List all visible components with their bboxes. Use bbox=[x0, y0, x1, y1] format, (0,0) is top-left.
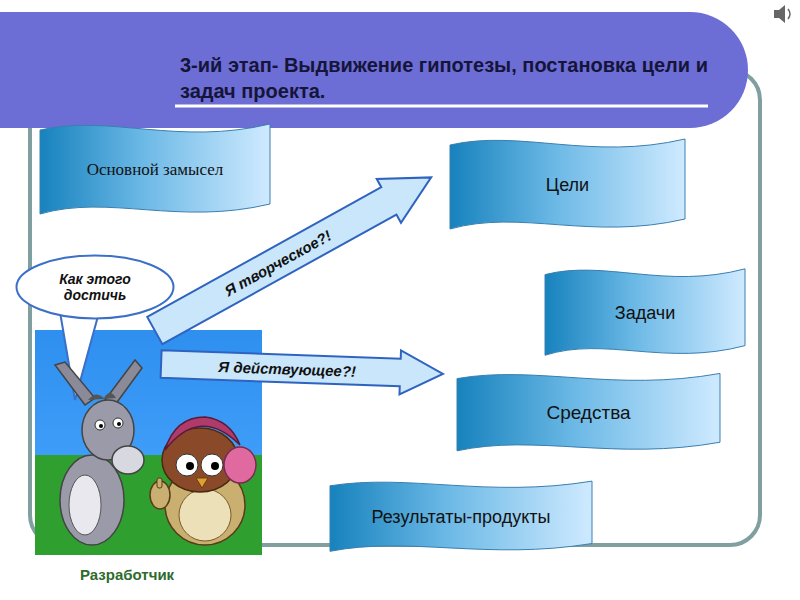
node-text: Как этого достичь bbox=[33, 271, 157, 303]
node-text: Задачи bbox=[615, 303, 675, 324]
goals-banner: Цели bbox=[450, 135, 685, 235]
node-text: Средства bbox=[546, 402, 630, 424]
node-text: Результаты-продукты bbox=[372, 507, 551, 528]
idea-banner: Основной замысел bbox=[40, 120, 270, 220]
arrow-shape: Я действующее?! bbox=[159, 341, 444, 397]
node-text: Цели bbox=[546, 175, 589, 196]
slide-title: 3-ий этап- Выдвижение гипотезы, постанов… bbox=[180, 52, 725, 104]
author-caption: Разработчик bbox=[80, 566, 174, 583]
node-text: Основной замысел bbox=[87, 160, 224, 180]
speech-bubble: Как этого достичь bbox=[15, 254, 175, 320]
results-banner: Результаты-продукты bbox=[330, 478, 592, 556]
tasks-banner: Задачи bbox=[545, 265, 745, 361]
means-banner: Средства bbox=[457, 370, 720, 456]
